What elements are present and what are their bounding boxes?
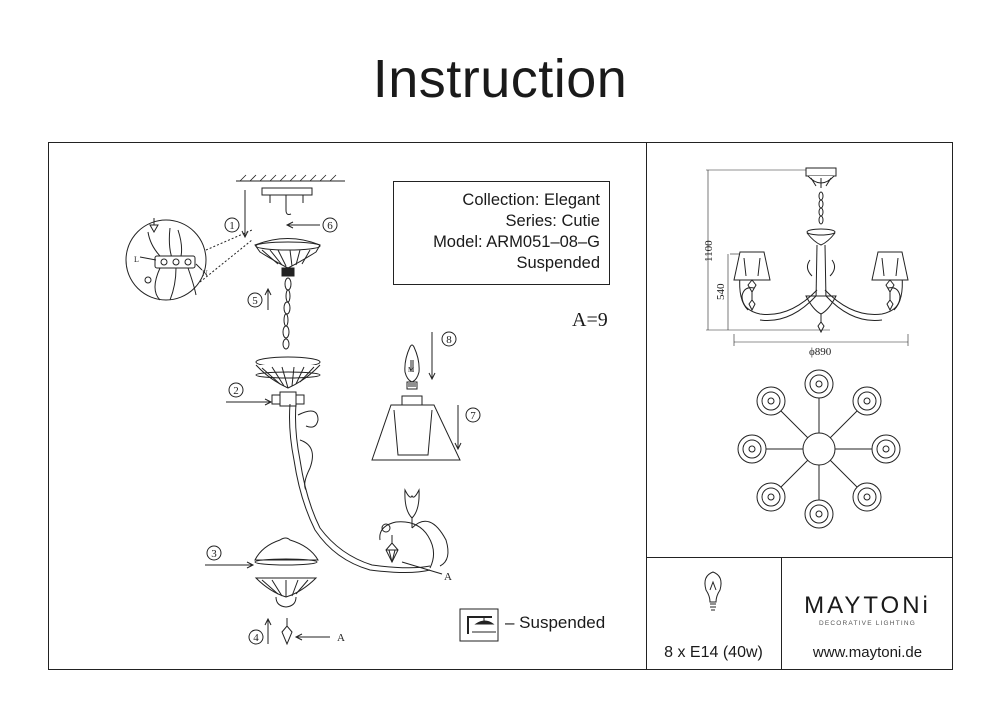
model-text: Model: ARM051–08–G — [433, 233, 600, 251]
bulb-label-m: M — [408, 366, 415, 374]
wire-label-l: L — [134, 255, 139, 264]
wire-label-n: N — [202, 269, 208, 278]
dim-diameter: ϕ890 — [809, 346, 832, 358]
footer-divider — [781, 557, 782, 670]
step-8-label: 8 — [446, 334, 452, 346]
series-text: Series: Cutie — [505, 212, 600, 230]
step-1-label: 1 — [229, 220, 235, 232]
step-2-label: 2 — [233, 385, 239, 397]
product-info-box: Collection: Elegant Series: Cutie Model:… — [393, 181, 610, 285]
legend-suspended-text: – Suspended — [505, 613, 606, 632]
part-a-label-bottom: A — [337, 632, 345, 644]
step-7-label: 7 — [470, 410, 476, 422]
type-text: Suspended — [516, 254, 601, 272]
part-a-count: A=9 — [572, 309, 608, 331]
horizontal-divider — [646, 557, 953, 558]
step-6-label: 6 — [327, 220, 333, 232]
brand-tagline: DECORATIVE LIGHTING — [818, 620, 917, 627]
website-link[interactable]: www.maytoni.de — [812, 644, 923, 661]
instruction-frame — [48, 142, 953, 670]
dim-height-body: 540 — [715, 283, 727, 300]
step-4-label: 4 — [253, 632, 259, 644]
page-title: Instruction — [372, 49, 628, 109]
part-a-label-arm: A — [444, 571, 452, 583]
dim-height-total: 1100 — [703, 240, 715, 262]
collection-text: Collection: Elegant — [462, 191, 600, 209]
vertical-divider — [646, 142, 647, 670]
step-5-label: 5 — [252, 295, 258, 307]
bulb-spec: 8 x E14 (40w) — [664, 644, 763, 661]
step-3-label: 3 — [211, 548, 217, 560]
brand-logo: MAYTONi — [804, 592, 931, 619]
